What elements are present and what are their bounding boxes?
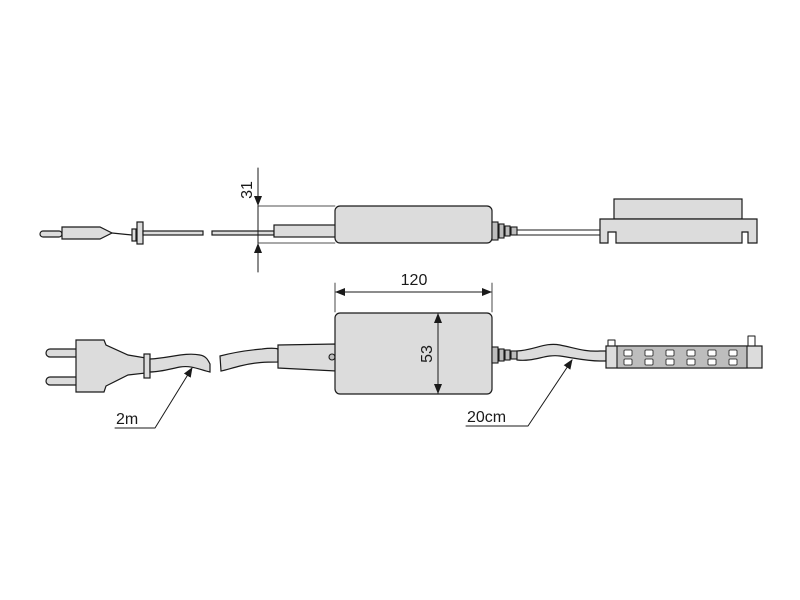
top-led-strip: [616, 345, 748, 369]
led-chip: [728, 349, 738, 357]
leader-line: [465, 359, 573, 427]
top-led-clip: [607, 339, 616, 347]
side-output-connector: [491, 221, 518, 241]
leader-line: [114, 367, 193, 429]
top-output-connector: [491, 346, 518, 364]
side-plug: [39, 221, 144, 245]
top-connector-ring: [491, 346, 499, 364]
side-cable-segment: [142, 230, 204, 236]
top-connector-ring: [498, 348, 505, 362]
dimension-width: 53: [419, 313, 442, 394]
led-chip: [665, 349, 675, 357]
side-view: 31: [39, 167, 758, 273]
top-cable-segment: [149, 353, 211, 373]
top-cable-boot: [277, 343, 337, 372]
top-led-module: [605, 335, 763, 369]
leader-power-cable: 2m: [114, 367, 193, 429]
top-led-clip: [747, 335, 756, 347]
dim-label-height: 31: [239, 181, 256, 199]
dim-label-width: 53: [419, 345, 436, 363]
side-connector-ring: [498, 223, 505, 239]
top-led-cable: [516, 343, 607, 362]
side-cable: [142, 230, 275, 236]
led-chip: [623, 349, 633, 357]
leader-led-cable: 20cm: [465, 359, 573, 427]
side-plug-strain-relief: [136, 221, 144, 245]
side-led-top: [613, 198, 743, 220]
led-chip: [623, 358, 633, 366]
side-led-module: [599, 198, 758, 244]
side-plug-neck: [111, 232, 133, 236]
side-connector-ring: [491, 221, 499, 241]
top-connector-ring: [504, 349, 511, 361]
label-power-cable-length: 2m: [116, 411, 138, 428]
top-driver-box: [334, 312, 493, 395]
top-plug-strain-relief: [143, 353, 151, 379]
led-chip: [644, 349, 654, 357]
side-plug-pin: [39, 230, 63, 238]
led-chip: [728, 358, 738, 366]
label-led-cable-length: 20cm: [467, 409, 506, 426]
dim-label-length: 120: [401, 272, 428, 289]
dimension-height: 31: [239, 167, 336, 273]
led-chip: [686, 349, 696, 357]
top-cable-segment: [219, 347, 279, 372]
led-chip: [644, 358, 654, 366]
side-driver-box: [334, 205, 493, 244]
side-led-cable: [516, 229, 601, 236]
side-led-base: [599, 218, 758, 244]
side-plug-body: [61, 226, 114, 240]
dimension-length: 120: [334, 272, 493, 313]
top-view: 120 53 2m 20cm: [45, 272, 763, 429]
led-chip: [707, 349, 717, 357]
led-chip: [665, 358, 675, 366]
top-plug-body: [75, 339, 147, 393]
side-cable-segment: [211, 230, 275, 236]
top-connector-ring: [510, 350, 518, 360]
led-chip: [686, 358, 696, 366]
top-boot-screw: [328, 353, 336, 361]
side-connector-ring: [510, 226, 518, 236]
top-plug: [45, 339, 151, 393]
side-plug-collar: [131, 228, 137, 242]
led-chip: [707, 358, 717, 366]
side-connector-ring: [504, 225, 511, 237]
side-cable-boot: [273, 224, 337, 238]
led-row: [623, 349, 738, 366]
